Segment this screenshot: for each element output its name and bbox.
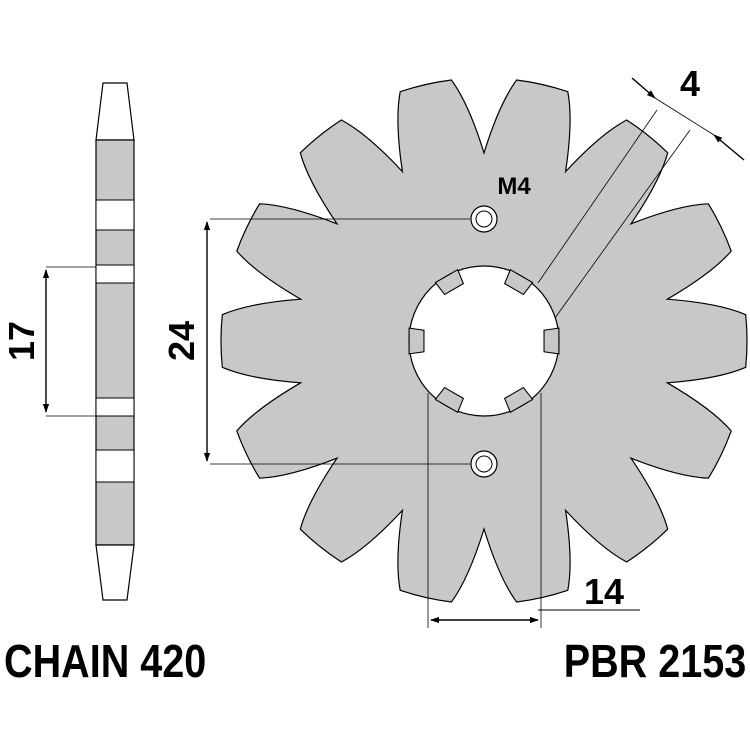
bolt-thread-label: M4 (497, 173, 531, 200)
spline-tooth (543, 327, 560, 355)
profile-tip-top (95, 82, 135, 141)
spline-width-dimension: 14 (427, 393, 640, 628)
spline-tooth (503, 268, 534, 296)
profile-band-4 (95, 449, 135, 483)
bolt-spacing-label: 24 (161, 321, 202, 361)
spline-tooth (408, 327, 425, 355)
tooth-width-dimension: 4 (537, 63, 745, 319)
spline-tooth (503, 386, 534, 414)
side-profile-view (95, 82, 135, 601)
sprocket-front-view (220, 79, 748, 603)
spline-tooth (434, 386, 465, 414)
profile-band-1 (95, 199, 135, 231)
spline-hole (408, 265, 560, 417)
bolt-hole-bottom (470, 450, 498, 478)
part-code-label: PBR 2153 (563, 635, 746, 687)
spline-tooth (434, 268, 465, 296)
profile-tip-bottom (95, 544, 135, 601)
tooth-width-label: 4 (680, 63, 700, 104)
bolt-hole-top (470, 205, 498, 233)
hub-thickness-dimension: 17 (1, 266, 96, 417)
bolt-spacing-dimension: 24 (161, 218, 470, 465)
profile-band-2 (95, 264, 135, 284)
chain-size-label: CHAIN 420 (4, 635, 207, 687)
hub-thickness-label: 17 (1, 321, 42, 361)
spline-width-label: 14 (584, 571, 624, 612)
spline-teeth (408, 268, 560, 414)
profile-band-3 (95, 397, 135, 417)
